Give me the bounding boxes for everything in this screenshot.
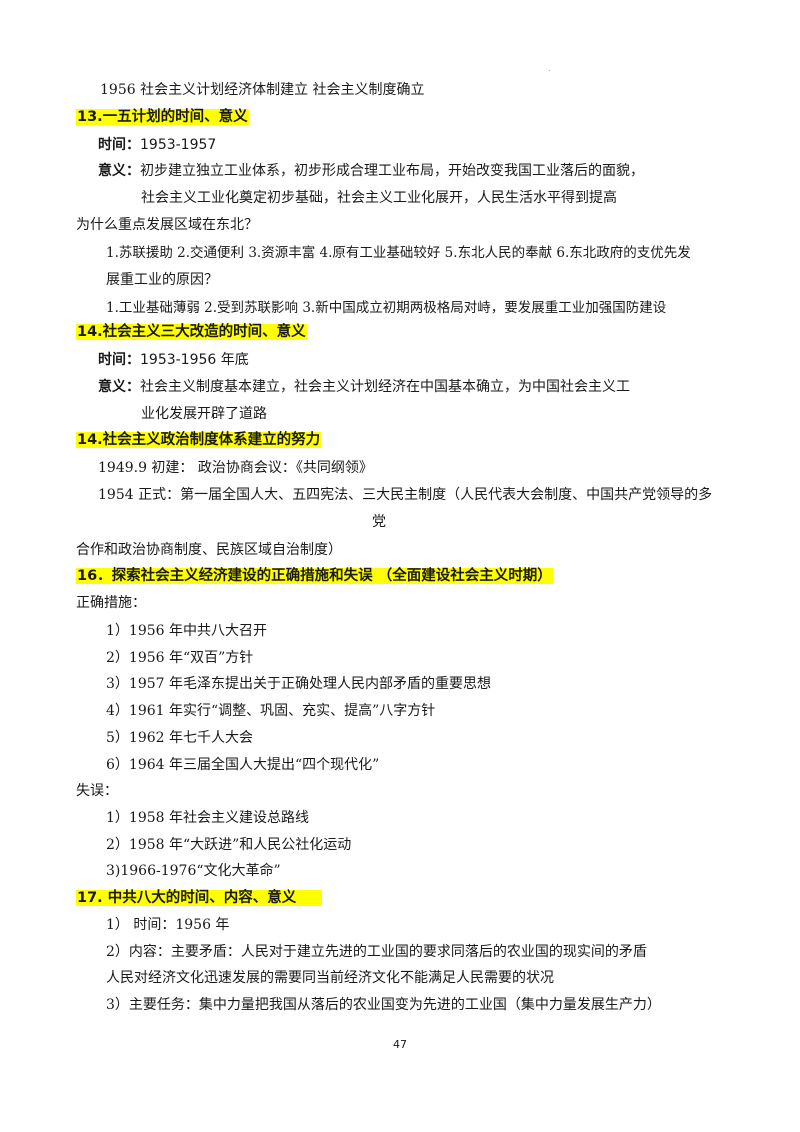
heading-text: 17. 中共八大的时间、内容、意义 <box>76 890 323 906</box>
s13-heavy-industry-reasons: 1.工业基础薄弱 2.受到苏联影响 3.新中国成立初期两极格局对峙，要发展重工业… <box>106 300 667 316</box>
s16-correct-item: 4）1961 年实行“调整、巩固、充实、提高”八字方针 <box>106 703 436 719</box>
s16-correct-item: 6）1964 年三届全国人大提出“四个现代化” <box>106 757 380 773</box>
s14a-time: 时间：1953-1956 年底 <box>98 350 249 370</box>
heading-text: 16．探索社会主义经济建设的正确措施和失误 （全面建设社会主义时期） <box>76 568 553 584</box>
s14b-line-cont: 合作和政治协商制度、民族区域自治制度） <box>76 542 342 558</box>
time-label: 时间： <box>98 352 140 368</box>
heading-text: 14.社会主义政治制度体系建立的努力 <box>76 432 322 448</box>
s13-meaning-cont: 社会主义工业化奠定初步基础，社会主义工业化展开，人民生活水平得到提高 <box>141 190 617 206</box>
s17-item-content-cont: 人民对经济文化迅速发展的需要同当前经济文化不能满足人民需要的状况 <box>106 970 554 986</box>
s13-question: 为什么重点发展区域在东北？ <box>76 217 258 233</box>
s17-item-content: 2）内容：主要矛盾：人民对于建立先进的工业国的要求同落后的农业国的现实间的矛盾 <box>106 944 647 960</box>
section-14b-heading: 14.社会主义政治制度体系建立的努力 <box>76 430 322 450</box>
s13-reasons-cont: 展重工业的原因？ <box>106 272 218 288</box>
meaning-text: 社会主义制度基本建立，社会主义计划经济在中国基本确立，为中国社会主义工 <box>140 379 630 395</box>
s16-correct-label: 正确措施： <box>76 595 146 611</box>
s14a-meaning: 意义：社会主义制度基本建立，社会主义计划经济在中国基本确立，为中国社会主义工 <box>98 377 630 397</box>
section-17-heading: 17. 中共八大的时间、内容、意义 <box>76 888 323 908</box>
heading-text: 14.社会主义三大改造的时间、意义 <box>76 324 307 340</box>
s14b-line-1954: 1954 正式：第一届全国人大、五四宪法、三大民主制度（人民代表大会制度、中国共… <box>98 487 713 503</box>
s16-correct-item: 5）1962 年七千人大会 <box>106 730 253 746</box>
s14b-line-1949: 1949.9 初建： 政治协商会议：《共同纲领》 <box>98 460 373 476</box>
line-1956: 1956 社会主义计划经济体制建立 社会主义制度确立 <box>100 82 425 98</box>
s16-mistakes-label: 失误： <box>76 783 118 799</box>
s13-reasons: 1.苏联援助 2.交通便利 3.资源丰富 4.原有工业基础较好 5.东北人民的奉… <box>106 245 691 261</box>
s14b-line-wrap: 党 <box>372 514 386 530</box>
time-label: 时间： <box>98 137 140 153</box>
s14a-meaning-cont: 业化发展开辟了道路 <box>141 406 267 422</box>
s13-meaning: 意义：初步建立独立工业体系，初步形成合理工业布局，开始改变我国工业落后的面貌， <box>98 161 644 181</box>
s16-mistake-item: 2）1958 年“大跃进”和人民公社化运动 <box>106 837 352 853</box>
s17-item-task: 3）主要任务：集中力量把我国从落后的农业国变为先进的工业国（集中力量发展生产力） <box>106 997 661 1013</box>
s13-time: 时间：1953-1957 <box>98 135 216 155</box>
meaning-text: 初步建立独立工业体系，初步形成合理工业布局，开始改变我国工业落后的面貌， <box>140 163 644 179</box>
s16-mistake-item: 1）1958 年社会主义建设总路线 <box>106 810 309 826</box>
section-13-heading: 13.一五计划的时间、意义 <box>76 107 249 127</box>
s16-correct-item: 2）1956 年“双百”方针 <box>106 650 254 666</box>
s16-correct-item: 1）1956 年中共八大召开 <box>106 623 267 639</box>
s16-mistake-item: 3)1966-1976“文化大革命” <box>106 863 281 879</box>
page-number: 47 <box>393 1038 407 1051</box>
s17-item-time: 1） 时间：1956 年 <box>106 917 230 933</box>
section-14a-heading: 14.社会主义三大改造的时间、意义 <box>76 322 307 342</box>
heading-text: 13.一五计划的时间、意义 <box>76 109 249 125</box>
time-value: 1953-1957 <box>140 137 217 153</box>
meaning-label: 意义： <box>98 379 140 395</box>
s16-correct-item: 3）1957 年毛泽东提出关于正确处理人民内部矛盾的重要思想 <box>106 676 491 692</box>
section-16-heading: 16．探索社会主义经济建设的正确措施和失误 （全面建设社会主义时期） <box>76 566 553 586</box>
meaning-label: 意义： <box>98 163 140 179</box>
time-value: 1953-1956 年底 <box>140 352 249 368</box>
corner-mark: . <box>548 64 551 73</box>
